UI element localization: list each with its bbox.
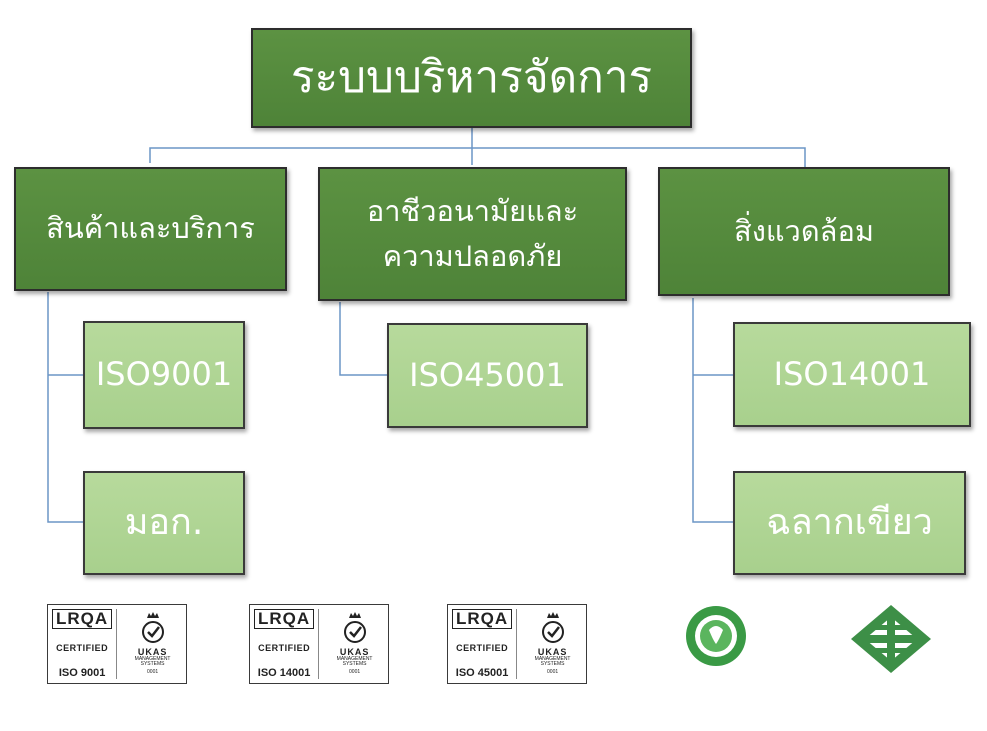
ukas-number: 0001 bbox=[147, 669, 159, 675]
category-label-line2: ความปลอดภัย bbox=[382, 239, 563, 273]
item-iso9001: ISO9001 bbox=[83, 321, 245, 429]
lrqa-mark: LRQA CERTIFIED ISO 9001 bbox=[52, 609, 118, 679]
item-iso14001: ISO14001 bbox=[733, 322, 971, 427]
lrqa-brand: LRQA bbox=[52, 609, 113, 629]
lrqa-iso14001-logo: LRQA CERTIFIED ISO 14001 UKAS MANAGEMENT… bbox=[249, 604, 389, 684]
ukas-text: UKAS bbox=[537, 647, 568, 657]
item-iso45001: ISO45001 bbox=[387, 323, 588, 428]
crown-check-icon bbox=[343, 612, 366, 643]
lrqa-iso45001-logo: LRQA CERTIFIED ISO 45001 UKAS MANAGEMENT… bbox=[447, 604, 587, 684]
ukas-text: UKAS bbox=[339, 647, 370, 657]
item-label: ฉลากเขียว bbox=[766, 501, 933, 543]
cert-standard: ISO 9001 bbox=[58, 667, 106, 679]
cert-standard: ISO 14001 bbox=[257, 667, 311, 679]
category-occupational-health-safety: อาชีวอนามัยและ ความปลอดภัย bbox=[318, 167, 627, 301]
ukas-mark: UKAS MANAGEMENT SYSTEMS 0001 bbox=[123, 609, 182, 679]
certified-text: CERTIFIED bbox=[258, 643, 311, 653]
root-node: ระบบบริหารจัดการ bbox=[251, 28, 692, 128]
crown-check-icon bbox=[541, 612, 564, 643]
item-label: ISO9001 bbox=[95, 355, 233, 394]
item-green-label: ฉลากเขียว bbox=[733, 471, 966, 575]
cert-standard: ISO 45001 bbox=[455, 667, 509, 679]
green-label-logo bbox=[686, 606, 746, 666]
category-label-line1: อาชีวอนามัยและ bbox=[366, 193, 579, 228]
ukas-subtitle: MANAGEMENT SYSTEMS bbox=[336, 656, 373, 667]
lrqa-brand: LRQA bbox=[452, 609, 513, 629]
lrqa-mark: LRQA CERTIFIED ISO 14001 bbox=[254, 609, 320, 679]
crown-check-icon bbox=[141, 612, 164, 643]
ukas-mark: UKAS MANAGEMENT SYSTEMS 0001 bbox=[325, 609, 384, 679]
certified-text: CERTIFIED bbox=[56, 643, 109, 653]
category-label: สินค้าและบริการ bbox=[46, 211, 255, 246]
tisi-logo bbox=[851, 605, 931, 673]
ukas-subtitle: MANAGEMENT SYSTEMS bbox=[534, 656, 571, 667]
lrqa-mark: LRQA CERTIFIED ISO 45001 bbox=[452, 609, 518, 679]
item-label: ISO45001 bbox=[409, 355, 566, 394]
lrqa-brand: LRQA bbox=[254, 609, 315, 629]
category-products-services: สินค้าและบริการ bbox=[14, 167, 287, 291]
root-label: ระบบบริหารจัดการ bbox=[290, 52, 653, 104]
category-label: สิ่งแวดล้อม bbox=[734, 213, 874, 248]
ukas-subtitle: MANAGEMENT SYSTEMS bbox=[134, 656, 171, 667]
certified-text: CERTIFIED bbox=[456, 643, 509, 653]
category-environment: สิ่งแวดล้อม bbox=[658, 167, 950, 296]
ukas-text: UKAS bbox=[137, 647, 168, 657]
ukas-number: 0001 bbox=[349, 669, 361, 675]
lrqa-iso9001-logo: LRQA CERTIFIED ISO 9001 UKAS MANAGEMENT … bbox=[47, 604, 187, 684]
ukas-mark: UKAS MANAGEMENT SYSTEMS 0001 bbox=[523, 609, 582, 679]
item-label: มอก. bbox=[124, 501, 204, 543]
item-label: ISO14001 bbox=[773, 354, 931, 393]
ukas-number: 0001 bbox=[547, 669, 559, 675]
item-tis: มอก. bbox=[83, 471, 245, 575]
